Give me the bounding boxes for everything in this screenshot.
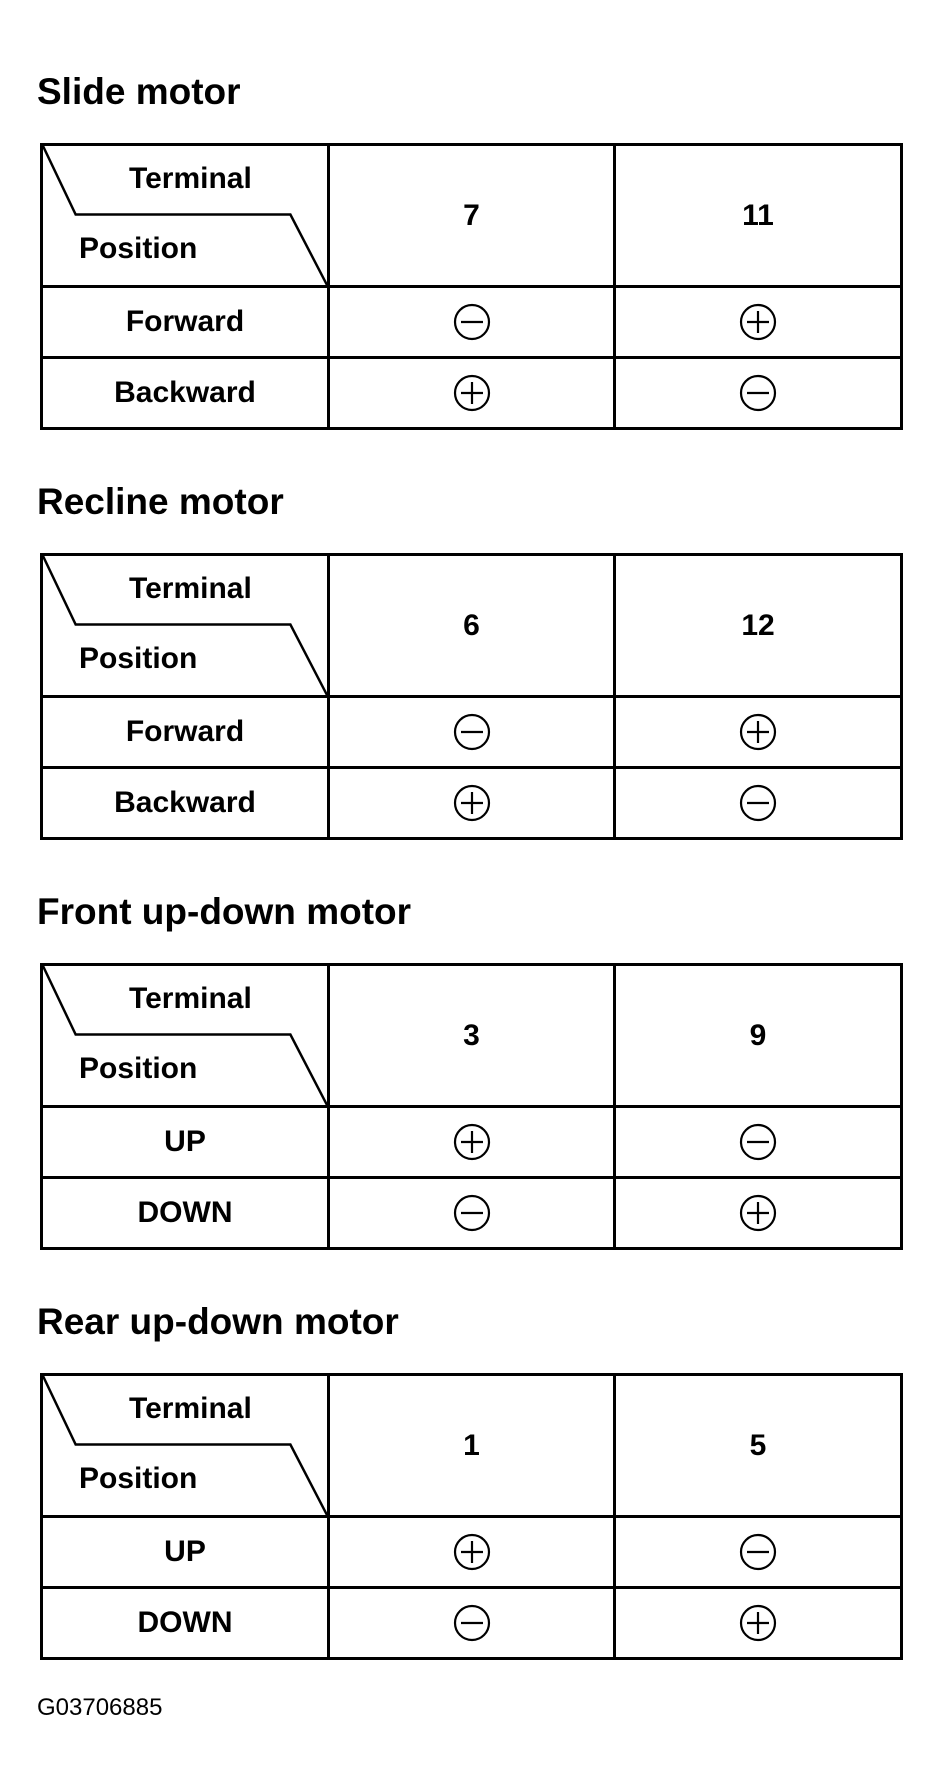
position-label: Forward xyxy=(40,285,330,359)
terminal-number: 6 xyxy=(327,553,616,698)
polarity-cell xyxy=(613,1176,903,1250)
position-label: Backward xyxy=(40,766,330,840)
diagonal-divider xyxy=(43,1376,327,1515)
position-label: Forward xyxy=(40,695,330,769)
diagonal-divider xyxy=(43,966,327,1105)
polarity-cell xyxy=(327,356,616,430)
table-row: UP xyxy=(40,1515,903,1589)
terminal-number: 5 xyxy=(613,1373,903,1518)
terminal-number: 7 xyxy=(327,143,616,288)
terminal-table: Terminal Position 7 11 Forward Backward xyxy=(40,143,903,430)
polarity-cell xyxy=(327,1515,616,1589)
polarity-cell xyxy=(327,285,616,359)
circled-minus-icon xyxy=(738,783,778,823)
circled-minus-icon xyxy=(738,1532,778,1572)
terminal-number: 1 xyxy=(327,1373,616,1518)
table-header-row: Terminal Position 1 5 xyxy=(40,1373,903,1518)
terminal-table: Terminal Position 1 5 UP DOWN xyxy=(40,1373,903,1660)
position-label: DOWN xyxy=(40,1586,330,1660)
polarity-cell xyxy=(613,695,903,769)
table-row: Backward xyxy=(40,766,903,840)
circled-plus-icon xyxy=(452,1532,492,1572)
polarity-cell xyxy=(327,695,616,769)
polarity-cell xyxy=(327,1176,616,1250)
circled-plus-icon xyxy=(738,1603,778,1643)
terminal-table: Terminal Position 6 12 Forward Backward xyxy=(40,553,903,840)
section-title: Rear up-down motor xyxy=(37,1301,399,1342)
table-row: DOWN xyxy=(40,1586,903,1660)
circled-plus-icon xyxy=(452,1122,492,1162)
position-header-label: Position xyxy=(79,642,198,675)
polarity-cell xyxy=(613,1515,903,1589)
polarity-cell xyxy=(327,1586,616,1660)
table-row: DOWN xyxy=(40,1176,903,1250)
circled-minus-icon xyxy=(452,1603,492,1643)
position-label: Backward xyxy=(40,356,330,430)
section-title: Front up-down motor xyxy=(37,891,412,932)
table-row: Forward xyxy=(40,285,903,359)
terminal-header-label: Terminal xyxy=(129,1392,252,1425)
polarity-cell xyxy=(613,1105,903,1179)
diagonal-divider xyxy=(43,146,327,285)
circled-minus-icon xyxy=(738,373,778,413)
terminal-number: 3 xyxy=(327,963,616,1108)
circled-plus-icon xyxy=(738,712,778,752)
terminal-number: 12 xyxy=(613,553,903,698)
section-title: Slide motor xyxy=(37,71,241,112)
corner-cell: Terminal Position xyxy=(40,143,330,288)
polarity-cell xyxy=(327,1105,616,1179)
corner-cell: Terminal Position xyxy=(40,963,330,1108)
table-row: Forward xyxy=(40,695,903,769)
terminal-header-label: Terminal xyxy=(129,572,252,605)
position-header-label: Position xyxy=(79,1052,198,1085)
polarity-cell xyxy=(613,1586,903,1660)
table-header-row: Terminal Position 6 12 xyxy=(40,553,903,698)
circled-plus-icon xyxy=(452,373,492,413)
terminal-header-label: Terminal xyxy=(129,162,252,195)
figure-code: G03706885 xyxy=(37,1694,163,1721)
corner-cell: Terminal Position xyxy=(40,553,330,698)
diagonal-divider xyxy=(43,556,327,695)
circled-plus-icon xyxy=(738,1193,778,1233)
table-row: UP xyxy=(40,1105,903,1179)
circled-minus-icon xyxy=(452,712,492,752)
circled-minus-icon xyxy=(452,1193,492,1233)
table-header-row: Terminal Position 7 11 xyxy=(40,143,903,288)
section-title: Recline motor xyxy=(37,481,284,522)
polarity-cell xyxy=(613,285,903,359)
circled-plus-icon xyxy=(452,783,492,823)
polarity-cell xyxy=(327,766,616,840)
terminal-table: Terminal Position 3 9 UP DOWN xyxy=(40,963,903,1250)
circled-plus-icon xyxy=(738,302,778,342)
position-label: DOWN xyxy=(40,1176,330,1250)
table-row: Backward xyxy=(40,356,903,430)
position-label: UP xyxy=(40,1515,330,1589)
table-header-row: Terminal Position 3 9 xyxy=(40,963,903,1108)
terminal-number: 9 xyxy=(613,963,903,1108)
position-header-label: Position xyxy=(79,1462,198,1495)
corner-cell: Terminal Position xyxy=(40,1373,330,1518)
circled-minus-icon xyxy=(452,302,492,342)
polarity-cell xyxy=(613,766,903,840)
polarity-cell xyxy=(613,356,903,430)
circled-minus-icon xyxy=(738,1122,778,1162)
terminal-number: 11 xyxy=(613,143,903,288)
position-label: UP xyxy=(40,1105,330,1179)
position-header-label: Position xyxy=(79,232,198,265)
terminal-header-label: Terminal xyxy=(129,982,252,1015)
